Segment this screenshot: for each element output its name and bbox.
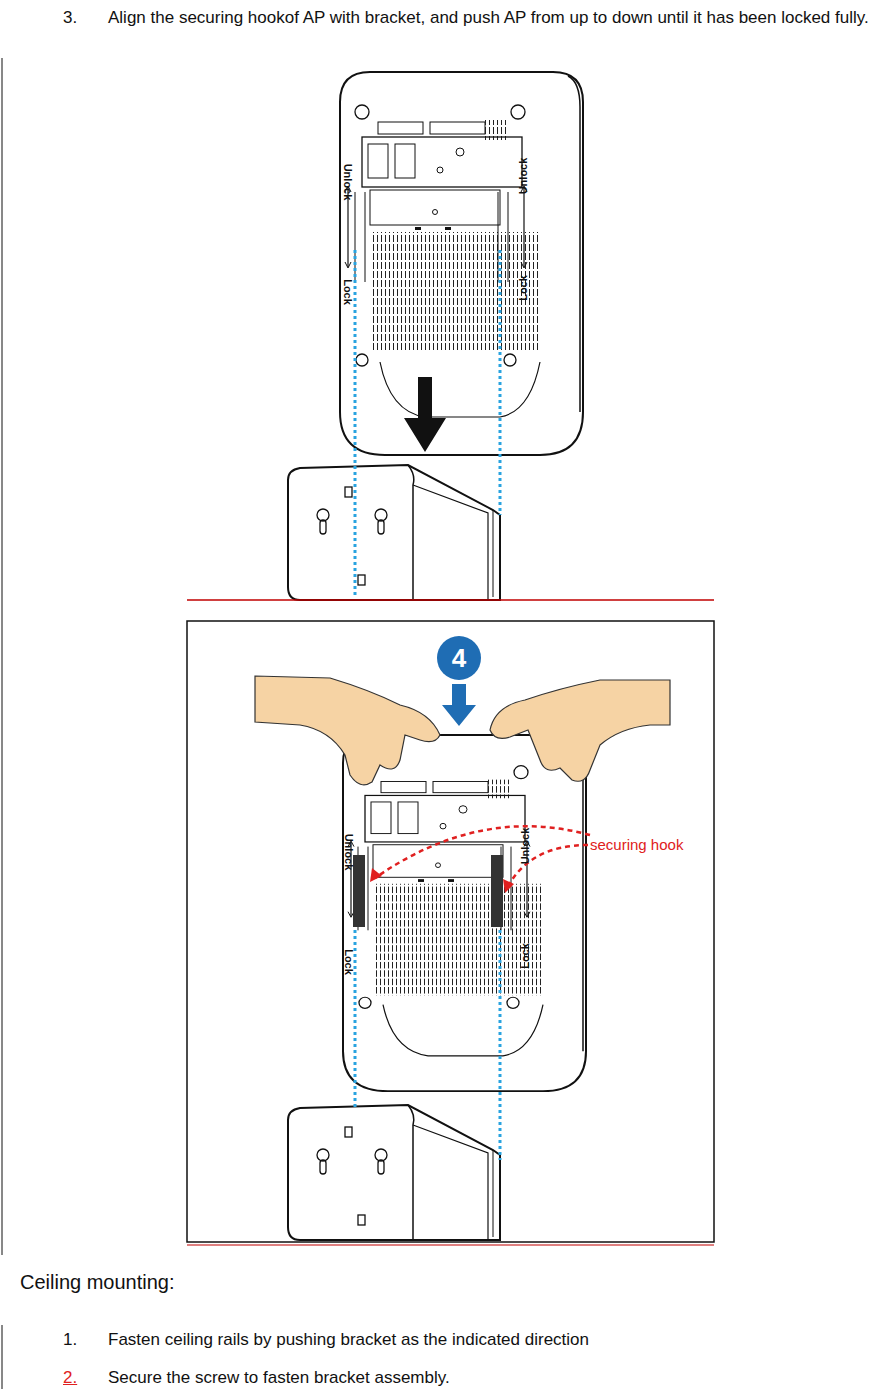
text-line: securing hook — [590, 836, 710, 854]
callout-number: 4 — [437, 636, 481, 680]
side-label: Unlock — [517, 158, 530, 195]
callout-text: 4 — [452, 643, 466, 674]
text-line: 3. — [63, 8, 103, 28]
text-line: 2. — [63, 1368, 103, 1388]
text-line: Fasten ceiling rails by pushing bracket … — [108, 1330, 868, 1350]
side-label: Unlock — [519, 828, 532, 865]
side-label: Lock — [519, 943, 532, 969]
side-label: Lock — [341, 949, 354, 975]
text-line: 1. — [63, 1330, 103, 1350]
side-label: Lock — [340, 279, 353, 305]
text-line: Secure the screw to fasten bracket assem… — [108, 1368, 868, 1388]
text-line: Ceiling mounting: — [20, 1270, 420, 1294]
side-label: Lock — [517, 275, 530, 301]
text-line: Align the securing hookof AP with bracke… — [108, 8, 880, 28]
side-label: Unlock — [341, 834, 354, 871]
side-label: Unlock — [340, 164, 353, 201]
